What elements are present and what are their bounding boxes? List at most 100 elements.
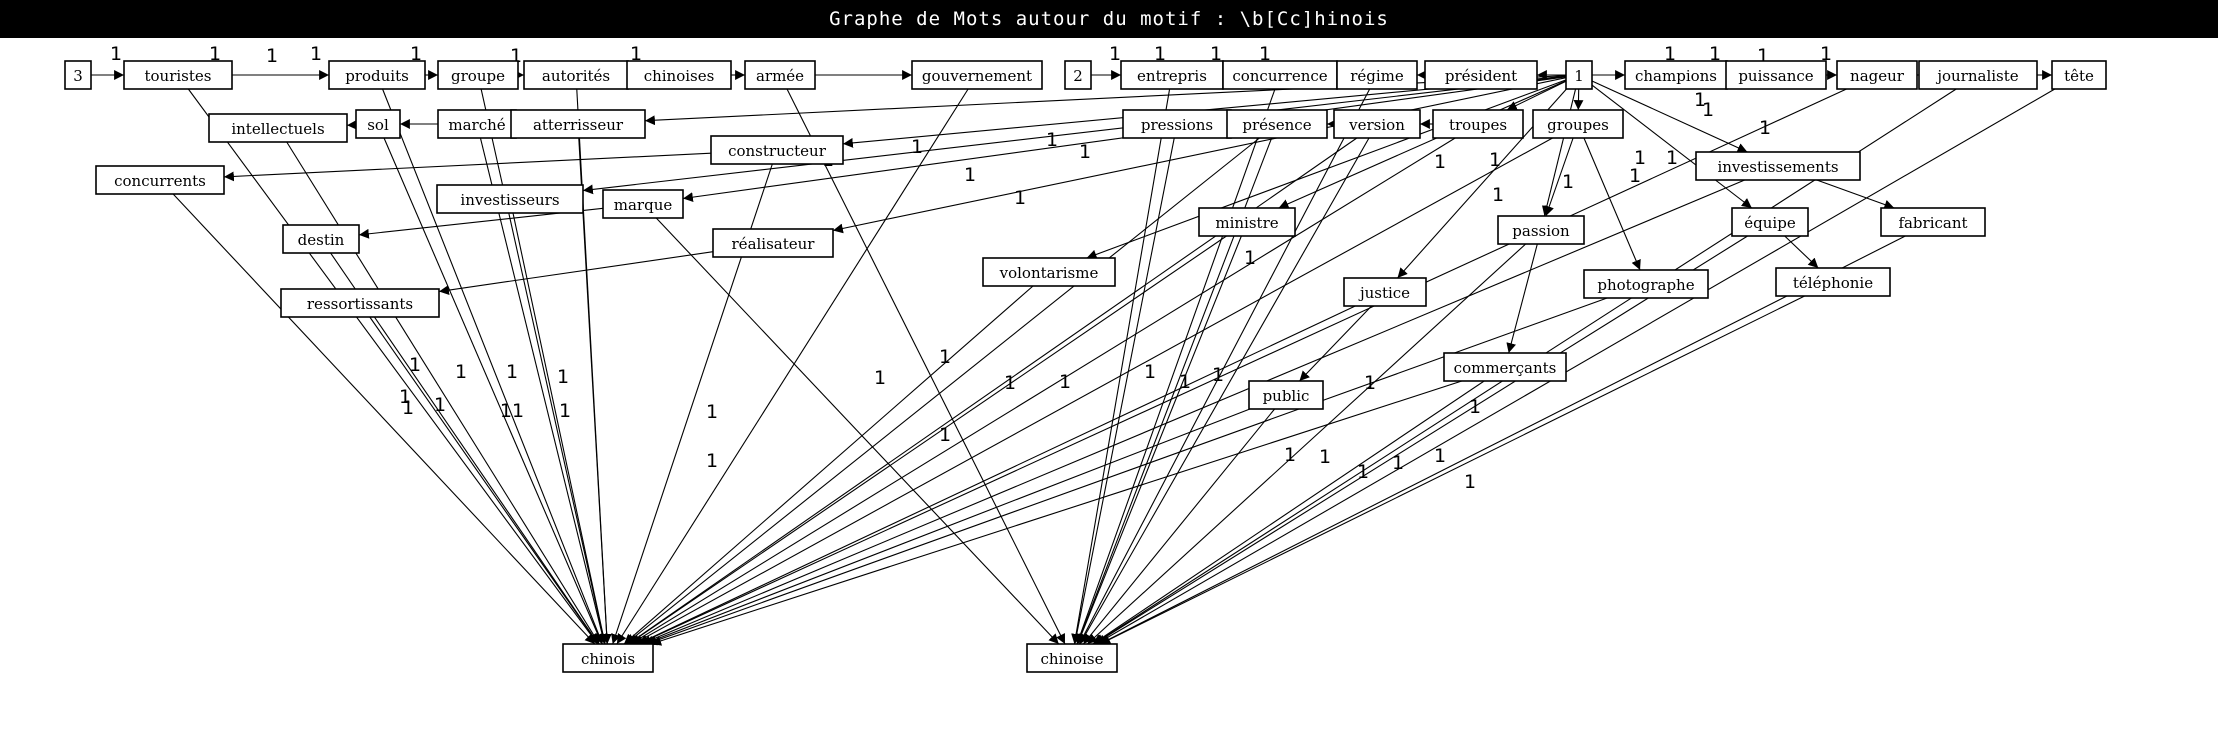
node-box [282,224,360,254]
node-version: version [1333,109,1421,139]
edge-weight-label: 1 [1562,171,1574,193]
node-box [328,60,426,90]
node-box [436,184,584,214]
node-box [911,60,1043,90]
edge-n1-to-equipe [1591,84,1753,209]
node-box [1343,277,1427,307]
edge-weight-label: 1 [1046,129,1058,151]
node-label: tête [2064,67,2094,85]
edge-weight-label: 1 [964,164,976,186]
node-n3: 3 [64,60,92,90]
edge-weight-label: 1 [559,400,571,422]
node-box [1064,60,1092,90]
edge-regime-to-chinoise [1078,88,1371,645]
node-presence: présence [1226,109,1328,139]
node-box [1695,151,1861,181]
node-label: investisseurs [460,191,559,209]
edge-marche-to-chinois [479,137,608,645]
node-label: groupes [1547,116,1609,134]
node-sol: sol [355,109,401,139]
edge-atterrisseur-to-chinois [578,137,612,645]
node-box [1333,109,1421,139]
node-label: fabricant [1898,214,1967,232]
node-box [1775,267,1891,297]
edge-weight-label: 1 [1492,184,1504,206]
node-box [2051,60,2107,90]
edge-realisateur-to-ressortissants [438,251,714,295]
node-label: chinoise [1041,650,1104,668]
node-label: champions [1635,67,1717,85]
edge-passion-to-chinoise [1086,243,1527,645]
node-box [1222,60,1338,90]
edge-weight-label: 1 [266,45,278,67]
node-box [710,135,844,165]
node-chinoises: chinoises [626,60,732,90]
edge-weight-label: 1 [874,367,886,389]
node-justice: justice [1343,277,1427,307]
node-label: marque [614,196,673,214]
edge-weight-label: 1 [1364,372,1376,394]
node-box [1565,60,1593,90]
edge-sol-to-chinois [383,137,603,645]
node-nageur: nageur [1836,60,1918,90]
node-telephonie: téléphonie [1775,267,1891,297]
node-box [437,109,517,139]
edge-weight-label: 1 [1664,43,1676,65]
node-box [1026,643,1118,673]
node-box [744,60,816,90]
node-label: président [1445,67,1517,85]
node-box [1497,215,1585,245]
edge-weight-label: 1 [1259,43,1271,65]
node-box [1198,207,1296,237]
edge-equipe-to-chinoise [1094,235,1748,645]
node-box [208,113,348,143]
edge-weight-label: 1 [1434,445,1446,467]
edge-weight-label: 1 [557,366,569,388]
node-ministre: ministre [1198,207,1296,237]
edge-presence-to-chinois [625,137,1260,645]
node-photographe: photographe [1583,269,1709,299]
node-box [1443,352,1567,382]
node-gouvernement: gouvernement [911,60,1043,90]
edge-weight-label: 1 [1392,452,1404,474]
node-realisateur: réalisateur [712,228,834,258]
edge-weight-label: 1 [1666,147,1678,169]
node-label: chinois [581,650,635,668]
node-constructeur: constructeur [710,135,844,165]
node-label: présence [1242,116,1311,134]
node-label: chinoises [644,67,715,85]
edge-produits-to-chinois [382,88,604,645]
edge-ressortissants-to-chinois [369,316,599,645]
node-box [562,643,654,673]
edge-weight-label: 1 [1154,43,1166,65]
edge-equipe-to-telephonie [1784,235,1819,269]
node-destin: destin [282,224,360,254]
node-label: armée [756,67,804,85]
edge-weight-label: 1 [434,394,446,416]
node-pressions: pressions [1122,109,1232,139]
edge-justice-to-chinois [637,305,1356,645]
edge-tete-to-chinoise [1095,88,2056,645]
node-puissance: puissance [1725,60,1827,90]
node-label: investissements [1717,158,1838,176]
edge-weight-label: 1 [1284,444,1296,466]
edge-intellectuels-to-chinois [286,141,600,645]
edge-groupes-to-passion [1544,137,1574,217]
edge-weight-label: 1 [455,361,467,383]
edge-constructeur-to-concurrents [223,152,712,182]
node-groupe: groupe [437,60,519,90]
edge-weight-label: 1 [1634,147,1646,169]
edge-touristes-to-chinois [187,88,599,645]
edge-marque-to-chinoise [655,217,1060,645]
edge-investissements-to-chinois [641,179,1745,645]
node-label: équipe [1744,214,1796,232]
node-label: journaliste [1935,67,2018,85]
node-box [1424,60,1538,90]
edge-n1-to-ministre [1278,80,1567,209]
window-title-bar: Graphe de Mots autour du motif : \b[Cc]h… [0,0,2218,38]
node-volontarisme: volontarisme [982,257,1116,287]
edge-destin-to-chinois [330,252,599,645]
edge-concurrents-to-chinois [172,193,596,645]
node-entrepris: entrepris [1120,60,1224,90]
